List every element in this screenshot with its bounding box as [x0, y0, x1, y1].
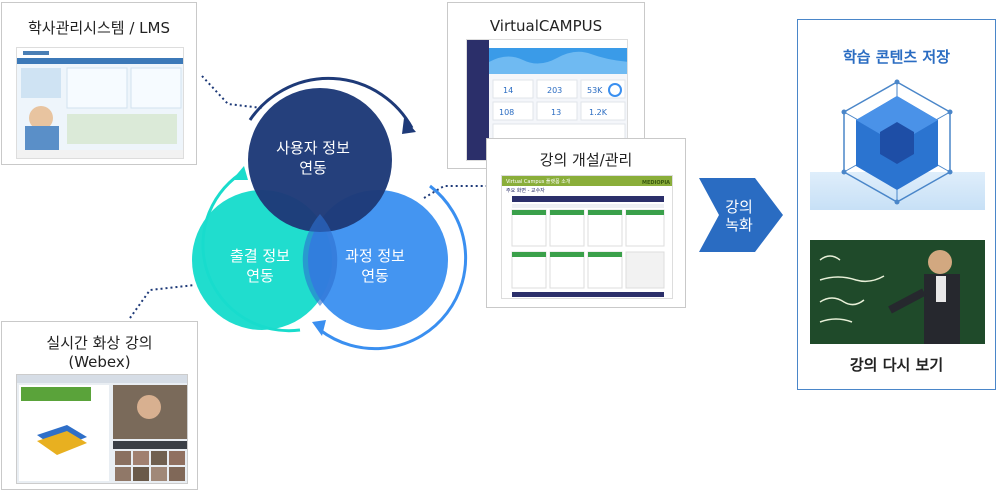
arrow-line2: 녹화	[725, 216, 753, 234]
arc-navy-arrowhead	[402, 118, 416, 134]
storage-panel: 학습 콘텐츠 저장 강의 다시 보기	[797, 19, 996, 390]
lms-title: 학사관리시스템 / LMS	[27, 19, 170, 37]
arc-blue	[319, 184, 468, 351]
storage-title: 학습 콘텐츠 저장	[842, 48, 951, 66]
lecture-video-image	[810, 240, 985, 344]
vcampus-stat-1: 203	[547, 86, 562, 95]
venn-label-user: 사용자 정보 연동	[258, 138, 368, 178]
arc-navy	[248, 76, 414, 129]
venn-label-course: 과정 정보 연동	[320, 246, 430, 286]
vcampus-stat-4: 13	[551, 108, 561, 117]
vcampus-stat-3: 108	[499, 108, 514, 117]
lms-screenshot	[16, 47, 184, 159]
content-cube-icon	[841, 79, 953, 205]
course-brand: MEDIOPIA	[642, 180, 670, 186]
vcampus-stat-0: 14	[503, 86, 513, 95]
webex-title: 실시간 화상 강의 (Webex)	[2, 334, 197, 372]
course-screen-image: Virtual Campus 플랫폼 소개 MEDIOPIA 주요 화면 - 교…	[502, 176, 672, 297]
venn-circle-user	[248, 88, 392, 232]
webex-title-line1: 실시간 화상 강의	[46, 334, 153, 352]
connector-lms	[201, 75, 263, 109]
record-arrow	[699, 178, 783, 252]
vcampus-title: VirtualCAMPUS	[489, 17, 603, 35]
course-screenshot: Virtual Campus 플랫폼 소개 MEDIOPIA 주요 화면 - 교…	[501, 175, 673, 299]
venn-attend-line2: 연동	[246, 267, 274, 285]
replay-title: 강의 다시 보기	[849, 356, 944, 374]
course-header-text: Virtual Campus 플랫폼 소개	[506, 178, 571, 185]
venn-label-attend: 출결 정보 연동	[205, 246, 315, 286]
record-arrow-label: 강의 녹화	[712, 198, 766, 234]
webex-panel: 실시간 화상 강의 (Webex)	[1, 321, 198, 490]
venn-attend-line1: 출결 정보	[230, 247, 290, 265]
lecture-video-thumbnail[interactable]	[810, 240, 985, 344]
venn-course-line1: 과정 정보	[345, 247, 405, 265]
vcampus-stat-5: 1.2K	[589, 108, 608, 117]
venn-user-line1: 사용자 정보	[276, 139, 350, 157]
vcampus-stat-2: 53K	[587, 86, 603, 95]
webex-screenshot-image	[17, 375, 187, 481]
venn-user-line2: 연동	[299, 159, 327, 177]
course-sub-text: 주요 화면 - 교수자	[506, 187, 545, 194]
webex-screenshot	[16, 374, 188, 484]
arc-blue-arrowhead	[312, 320, 326, 336]
lms-panel: 학사관리시스템 / LMS	[1, 2, 197, 165]
arc-teal-arrowhead	[232, 166, 248, 180]
connector-course	[423, 185, 486, 199]
venn-overlap	[302, 214, 338, 306]
lms-screenshot-image	[17, 48, 183, 158]
connector-webex	[129, 284, 196, 319]
webex-title-line2: (Webex)	[68, 353, 131, 371]
course-title: 강의 개설/관리	[539, 151, 633, 169]
venn-course-line2: 연동	[361, 267, 389, 285]
arrow-line1: 강의	[725, 198, 753, 216]
course-panel: 강의 개설/관리 Virtual Campus 플랫폼 소개 MEDIOPIA …	[486, 138, 686, 308]
